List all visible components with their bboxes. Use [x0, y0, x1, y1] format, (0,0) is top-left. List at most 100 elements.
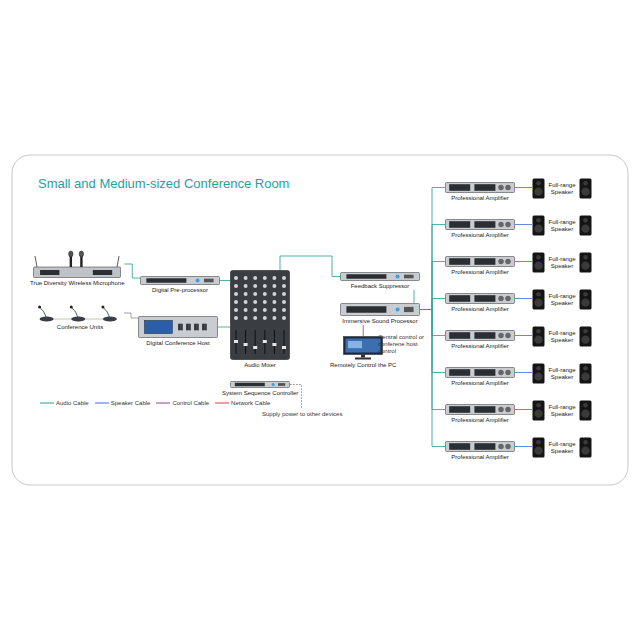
device-part — [498, 259, 504, 265]
device-part — [186, 324, 191, 331]
device-label: Full-range Speaker — [547, 367, 577, 381]
device-part — [344, 337, 383, 355]
device-part — [581, 187, 589, 195]
cable-connector — [218, 327, 230, 328]
device-part — [533, 364, 545, 384]
device-part — [474, 295, 495, 302]
device-label: Professional Amplifier — [451, 454, 509, 461]
speaker-device — [579, 400, 592, 421]
device-part — [244, 308, 248, 312]
device-part — [505, 333, 511, 339]
device-part — [533, 290, 545, 310]
device-label: Conference Units — [57, 324, 103, 331]
device-part — [71, 316, 85, 321]
speaker-device — [532, 326, 545, 347]
device-part — [263, 276, 267, 280]
device-part — [449, 332, 470, 339]
device-label: True Diversity Wireless Microphone — [30, 280, 124, 287]
legend-line — [40, 403, 54, 404]
device-part — [245, 330, 246, 354]
device-part — [580, 364, 592, 384]
receiver-device — [33, 250, 121, 278]
amp-device — [445, 367, 515, 378]
speaker-device — [579, 326, 592, 347]
device-part — [231, 271, 290, 360]
speaker-node: Full-range Speaker — [532, 178, 592, 199]
device-part — [263, 316, 267, 320]
cable-connector — [420, 188, 445, 310]
device-part — [580, 216, 592, 236]
device-part — [272, 276, 276, 280]
speaker-device — [532, 289, 545, 310]
amp-device — [445, 404, 515, 415]
device-part — [253, 308, 257, 312]
device-part — [348, 341, 362, 348]
device-part — [446, 257, 515, 267]
device-label: Full-range Speaker — [547, 182, 577, 196]
device-part — [103, 307, 110, 318]
device-part — [534, 409, 542, 417]
device-part — [272, 316, 276, 320]
device-part — [178, 324, 183, 331]
device-part — [581, 409, 589, 417]
device-part — [234, 308, 238, 312]
speaker-node: Full-range Speaker — [532, 363, 592, 384]
device-part — [536, 366, 541, 371]
device-part — [101, 306, 104, 309]
device-node: Digital Conference Host — [138, 316, 218, 347]
device-part — [346, 274, 386, 279]
device-part — [272, 300, 276, 304]
device-part — [533, 253, 545, 273]
amp-device — [445, 441, 515, 452]
device-part — [536, 440, 541, 445]
legend-text: Network Cable — [231, 400, 270, 406]
device-part — [534, 261, 542, 269]
legend-sample — [215, 400, 229, 406]
device-part — [253, 346, 257, 349]
device-part — [583, 366, 588, 371]
device-part — [449, 221, 470, 228]
device-label: Professional Amplifier — [451, 380, 509, 387]
legend-item: Speaker Cable — [95, 400, 151, 406]
device-part — [498, 333, 504, 339]
cable-connector — [420, 299, 445, 310]
device-part — [536, 181, 541, 186]
rack-device — [340, 303, 420, 316]
device-part — [474, 369, 495, 376]
device-part — [234, 340, 238, 343]
device-node: Professional Amplifier — [445, 182, 515, 202]
amp-device — [445, 256, 515, 267]
speaker-node: Full-range Speaker — [532, 400, 592, 421]
device-node: Digital Pre-processor — [140, 276, 220, 294]
device-part — [40, 307, 47, 318]
device-part — [244, 284, 248, 288]
device-part — [449, 406, 470, 413]
device-label: Audio Mixer — [244, 362, 276, 369]
device-part — [396, 308, 400, 312]
cable-connector — [420, 225, 445, 310]
device-part — [534, 224, 542, 232]
device-label: Professional Amplifier — [451, 232, 509, 239]
device-part — [580, 290, 592, 310]
speaker-node: Full-range Speaker — [532, 326, 592, 347]
device-part — [583, 403, 588, 408]
amp-device — [445, 293, 515, 304]
device-part — [404, 307, 414, 312]
legend-text: Control Cable — [172, 400, 209, 406]
device-part — [533, 401, 545, 421]
note-text: Central control or conferene host contro… — [378, 334, 428, 355]
legend-line — [215, 403, 229, 404]
device-part — [244, 343, 248, 346]
device-part — [346, 339, 381, 353]
cable-connector — [515, 409, 532, 410]
annotation-text: Supply power to other devices — [262, 411, 342, 418]
device-part — [446, 368, 515, 378]
device-part — [253, 276, 257, 280]
cable-connector — [515, 335, 532, 336]
device-part — [474, 406, 495, 413]
device-node: Audio Mixer — [230, 270, 290, 369]
device-part — [449, 443, 470, 450]
